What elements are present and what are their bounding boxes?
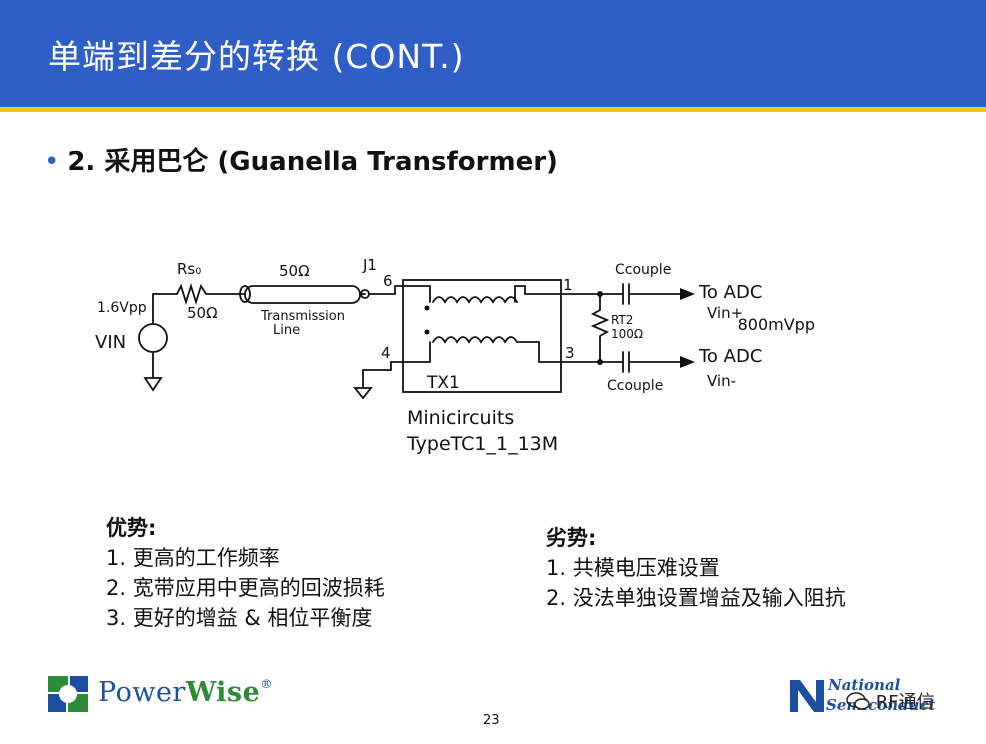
- disadvantages-heading: 劣势:: [546, 526, 597, 550]
- transmission-line: [244, 285, 361, 304]
- trademark: ®: [260, 677, 273, 691]
- advantage-item: 1. 更高的工作频率: [106, 546, 280, 570]
- disadvantage-item: 1. 共模电压难设置: [546, 556, 720, 580]
- powerwise-word-a: Power: [98, 677, 186, 708]
- label-source-v: 1.6Vpp: [97, 300, 147, 316]
- bullet-marker: •: [44, 147, 60, 177]
- page-number: 23: [483, 713, 500, 728]
- advantage-item: 3. 更好的增益 & 相位平衡度: [106, 606, 373, 630]
- label-vin: VIN: [95, 332, 126, 353]
- title-bar: [0, 0, 986, 107]
- label-rt-value: 100Ω: [611, 327, 643, 341]
- advantages-heading: 优势:: [106, 516, 157, 540]
- national-logo-icon: National Semiconductor: [790, 676, 936, 714]
- slide-title: 单端到差分的转换 (CONT.): [48, 37, 465, 76]
- label-to-adc-top: To ADC: [698, 282, 762, 303]
- arrow-top: [680, 288, 695, 300]
- capacitor-bottom: [599, 351, 681, 373]
- advantages-block: 优势: 1. 更高的工作频率 2. 宽带应用中更高的回波损耗 3. 更好的增益 …: [106, 513, 385, 633]
- label-rt: RT2: [611, 313, 633, 327]
- label-tline: Transmission: [260, 309, 345, 324]
- bullet-text: 2. 采用巴仑 (Guanella Transformer): [67, 147, 558, 177]
- label-swing: 800mVpp: [738, 315, 815, 334]
- label-ccouple-bot: Ccouple: [607, 378, 663, 394]
- transformer-box: [402, 279, 562, 393]
- powerwise-logo-icon: [48, 676, 88, 712]
- wechat-watermark: RF通信: [846, 688, 935, 714]
- national-text: National: [827, 676, 901, 694]
- label-tline2: Line: [273, 323, 300, 338]
- disadvantages-block: 劣势: 1. 共模电压难设置 2. 没法单独设置增益及输入阻抗: [546, 523, 846, 613]
- label-rs: Rs₀: [177, 260, 201, 278]
- secondary-coil: [432, 336, 518, 344]
- label-tx: TX1: [426, 373, 460, 393]
- label-vin-plus: Vin+: [707, 304, 743, 322]
- label-to-adc-bot: To ADC: [698, 346, 762, 367]
- label-rs-value: 50Ω: [187, 304, 218, 322]
- primary-coil: [432, 296, 518, 304]
- bullet-item: •2. 采用巴仑 (Guanella Transformer): [44, 141, 558, 178]
- resistor-rs: [176, 282, 218, 306]
- ground-symbol-mid: [353, 387, 373, 400]
- resistor-rt: [590, 293, 610, 363]
- label-pin1: 1: [563, 276, 573, 294]
- circuit-diagram: Rs₀ 50Ω 50Ω J1 6 4 1 3 1.6Vpp VIN Transm…: [95, 256, 815, 455]
- label-pin6: 6: [383, 272, 393, 290]
- label-mfr: Minicircuits: [407, 407, 514, 429]
- label-type: TypeTC1_1_13M: [406, 433, 558, 455]
- label-pin3: 3: [565, 344, 575, 362]
- label-line-z: 50Ω: [279, 262, 310, 280]
- label-pin4: 4: [381, 344, 391, 362]
- watermark-text: RF通信: [875, 692, 935, 713]
- disadvantage-item: 2. 没法单独设置增益及输入阻抗: [546, 586, 846, 610]
- label-vin-minus: Vin-: [707, 372, 736, 390]
- voltage-source: [138, 323, 168, 353]
- powerwise-word-b: Wise: [185, 677, 261, 708]
- semiconductor-text: Semiconductor: [826, 696, 936, 714]
- advantage-item: 2. 宽带应用中更高的回波损耗: [106, 576, 385, 600]
- capacitor-top: [599, 283, 681, 305]
- label-j1: J1: [362, 256, 377, 274]
- label-ccouple-top: Ccouple: [615, 262, 671, 278]
- wechat-icon: [846, 692, 870, 710]
- arrow-bottom: [680, 356, 695, 368]
- ground-symbol-left: [143, 377, 163, 392]
- powerwise-wordmark: PowerWise®: [98, 677, 273, 708]
- title-rule: [0, 107, 986, 112]
